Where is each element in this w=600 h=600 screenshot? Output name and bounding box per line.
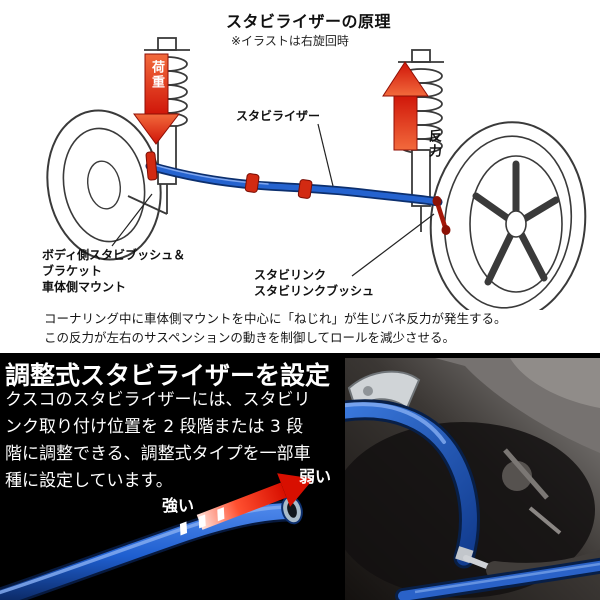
principle-caption: コーナリング中に車体側マウントを中心に「ねじれ」が生じバネ反力が発生する。 この… (44, 309, 507, 347)
adjustable-section: 調整式スタビライザーを設定 クスコのスタビライザーには、スタビリ ンク取り付け位… (0, 353, 600, 600)
stabilizer-link-label-line2: スタビリンクブッシュ (254, 284, 375, 298)
adjustable-body-line3: 階に調整できる、調整式タイプを一部車 (5, 444, 311, 464)
stabilizer-link (432, 196, 451, 235)
adjustable-body: クスコのスタビライザーには、スタビリ ンク取り付け位置を 2 段階または 3 段… (5, 387, 311, 495)
pipe-end (281, 495, 303, 525)
stabilizer-link-label-line1: スタビリンク (254, 268, 327, 282)
adjustable-body-line2: ンク取り付け位置を 2 段階または 3 段 (5, 417, 304, 437)
load-label: 荷重 (149, 60, 164, 90)
body-mount-label: ボディ側スタビブッシュ＆ ブラケット 車体側マウント (42, 247, 185, 295)
stabilizer-photo (345, 358, 600, 600)
body-mount-label-line1: ボディ側スタビブッシュ＆ (42, 248, 186, 262)
caption-line2: この反力が左右のサスペンションの動きを制御してロールを減少させる。 (44, 330, 456, 345)
leader-lines (111, 123, 435, 277)
right-wheel (429, 121, 587, 310)
weak-label: 弱い (299, 467, 332, 486)
stabilizer-bar (145, 161, 443, 207)
stabilizer-photo-art (345, 358, 600, 600)
principle-section: スタビライザーの原理 ※イラストは右旋回時 荷重 反力 スタビライザー ボディ側… (42, 12, 587, 347)
body-mount-label-line3: 車体側マウント (42, 280, 127, 294)
adjustable-title: 調整式スタビライザーを設定 (5, 361, 331, 390)
blue-bar (0, 500, 301, 600)
reaction-label: 反力 (426, 129, 441, 159)
caption-line1: コーナリング中に車体側マウントを中心に「ねじれ」が生じバネ反力が発生する。 (44, 311, 507, 326)
principle-title: スタビライザーの原理 (226, 12, 392, 31)
illustration-note: ※イラストは右旋回時 (231, 34, 349, 48)
adjustable-body-line4: 種に設定しています。 (5, 471, 173, 491)
reaction-arrow (382, 61, 429, 151)
body-mount-label-line2: ブラケット (42, 264, 103, 278)
strong-label: 強い (162, 496, 195, 515)
stabilizer-link-label: スタビリンク スタビリンクブッシュ (254, 267, 374, 299)
suspension-diagram (46, 37, 587, 310)
load-arrow (133, 53, 181, 145)
stabilizer-label: スタビライザー (236, 109, 321, 123)
body-mount-brackets (145, 151, 313, 199)
bar-end-illustration (0, 473, 314, 600)
adjustable-body-line1: クスコのスタビライザーには、スタビリ (5, 390, 311, 410)
adjust-arrow (179, 473, 314, 536)
